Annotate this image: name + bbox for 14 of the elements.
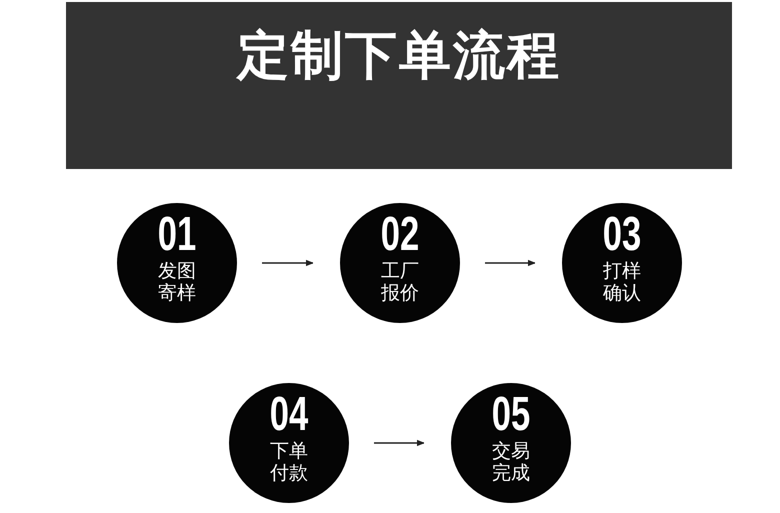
title: 定制下单流程 bbox=[237, 26, 561, 86]
step-number: 01 bbox=[158, 211, 196, 259]
step-label: 打样确认 bbox=[602, 260, 642, 304]
arrow bbox=[485, 260, 536, 266]
step-label: 交易完成 bbox=[491, 440, 531, 484]
step-label: 工厂报价 bbox=[380, 260, 420, 304]
step-label: 发图寄样 bbox=[157, 260, 197, 304]
step-label: 下单付款 bbox=[269, 440, 309, 484]
step-number: 05 bbox=[492, 391, 530, 439]
arrow bbox=[374, 440, 424, 446]
step-number: 04 bbox=[270, 391, 308, 439]
step-number: 02 bbox=[380, 211, 420, 259]
arrow bbox=[262, 260, 314, 266]
step-number: 03 bbox=[602, 211, 642, 259]
